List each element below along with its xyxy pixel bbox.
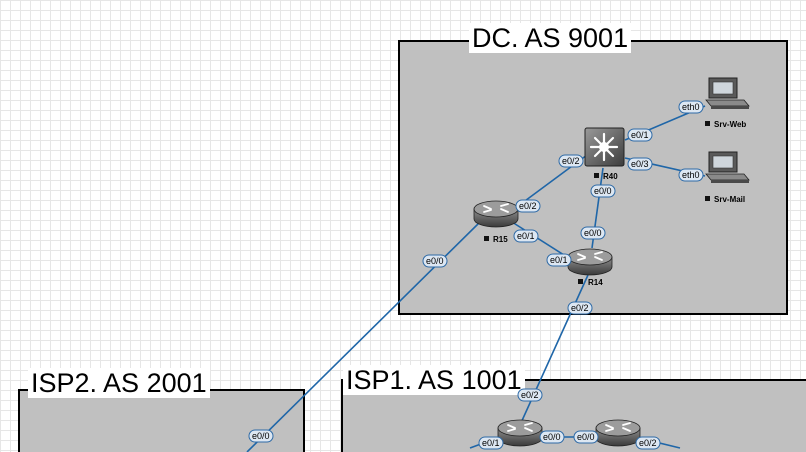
node-label-srv-web: Srv-Web [705, 120, 746, 129]
router-icon[interactable] [567, 248, 613, 276]
iface-label-r15-e01: e0/1 [513, 229, 539, 243]
zone-isp1-title: ISP1. AS 1001 [343, 365, 525, 395]
switch-icon[interactable] [584, 127, 625, 167]
svg-text:e0/0: e0/0 [543, 432, 561, 442]
svg-text:e0/2: e0/2 [571, 303, 589, 313]
iface-label-r40-e00: e0/0 [590, 184, 616, 198]
iface-label-r15-e00: e0/0 [422, 254, 448, 268]
srv-web-label: Srv-Web [714, 120, 746, 129]
zone-dc-title: DC. AS 9001 [469, 23, 632, 53]
r15-label: R15 [493, 235, 508, 244]
iface-label-r40-e03: e0/3 [627, 157, 653, 171]
server-pc-icon[interactable] [705, 77, 750, 109]
iface-label-isp1-r2-e00: e0/0 [573, 430, 599, 444]
svg-text:e0/3: e0/3 [631, 159, 649, 169]
svg-text:e0/0: e0/0 [584, 228, 602, 238]
iface-label-r14-e01: e0/1 [546, 253, 572, 267]
node-label-r40: R40 [594, 172, 618, 181]
svg-text:e0/2: e0/2 [521, 390, 539, 400]
svg-text:e0/0: e0/0 [252, 431, 270, 441]
iface-label-r14-e02: e0/2 [567, 301, 593, 315]
iface-label-r40-e02: e0/2 [558, 154, 584, 168]
iface-label-r15-e02: e0/2 [515, 199, 541, 213]
r40-label: R40 [603, 172, 618, 181]
iface-label-r14-e00: e0/0 [580, 226, 606, 240]
svg-text:e0/0: e0/0 [577, 432, 595, 442]
svg-text:e0/1: e0/1 [517, 231, 535, 241]
svg-text:e0/1: e0/1 [550, 255, 568, 265]
srv-mail-label: Srv-Mail [714, 195, 745, 204]
r14-label: R14 [588, 278, 603, 287]
iface-label-mail-eth0: eth0 [678, 168, 704, 182]
iface-label-isp1-e02: e0/2 [517, 388, 543, 402]
router-icon[interactable] [595, 419, 641, 447]
router-icon[interactable] [473, 200, 519, 228]
svg-text:e0/2: e0/2 [562, 156, 580, 166]
iface-label-isp1-e01: e0/1 [478, 436, 504, 450]
iface-label-web-eth0: eth0 [678, 100, 704, 114]
server-pc-icon[interactable] [705, 151, 750, 183]
node-label-r14: R14 [578, 278, 603, 287]
node-label-r15: R15 [484, 235, 508, 244]
router-icon[interactable] [497, 419, 543, 447]
node-label-srv-mail: Srv-Mail [705, 195, 745, 204]
iface-label-r40-e01: e0/1 [627, 128, 653, 142]
svg-text:e0/1: e0/1 [482, 438, 500, 448]
svg-text:e0/0: e0/0 [426, 256, 444, 266]
iface-label-isp1-e00: e0/0 [539, 430, 565, 444]
svg-text:e0/2: e0/2 [519, 201, 537, 211]
zone-isp2-title: ISP2. AS 2001 [28, 368, 210, 398]
svg-text:eth0: eth0 [682, 170, 700, 180]
svg-text:e0/2: e0/2 [639, 438, 657, 448]
svg-text:eth0: eth0 [682, 102, 700, 112]
svg-text:e0/1: e0/1 [631, 130, 649, 140]
iface-label-isp1-r2-e02: e0/2 [635, 436, 661, 450]
svg-text:e0/0: e0/0 [594, 186, 612, 196]
link-r14-isp1[interactable] [519, 274, 589, 426]
iface-label-isp2-e00: e0/0 [248, 429, 274, 443]
